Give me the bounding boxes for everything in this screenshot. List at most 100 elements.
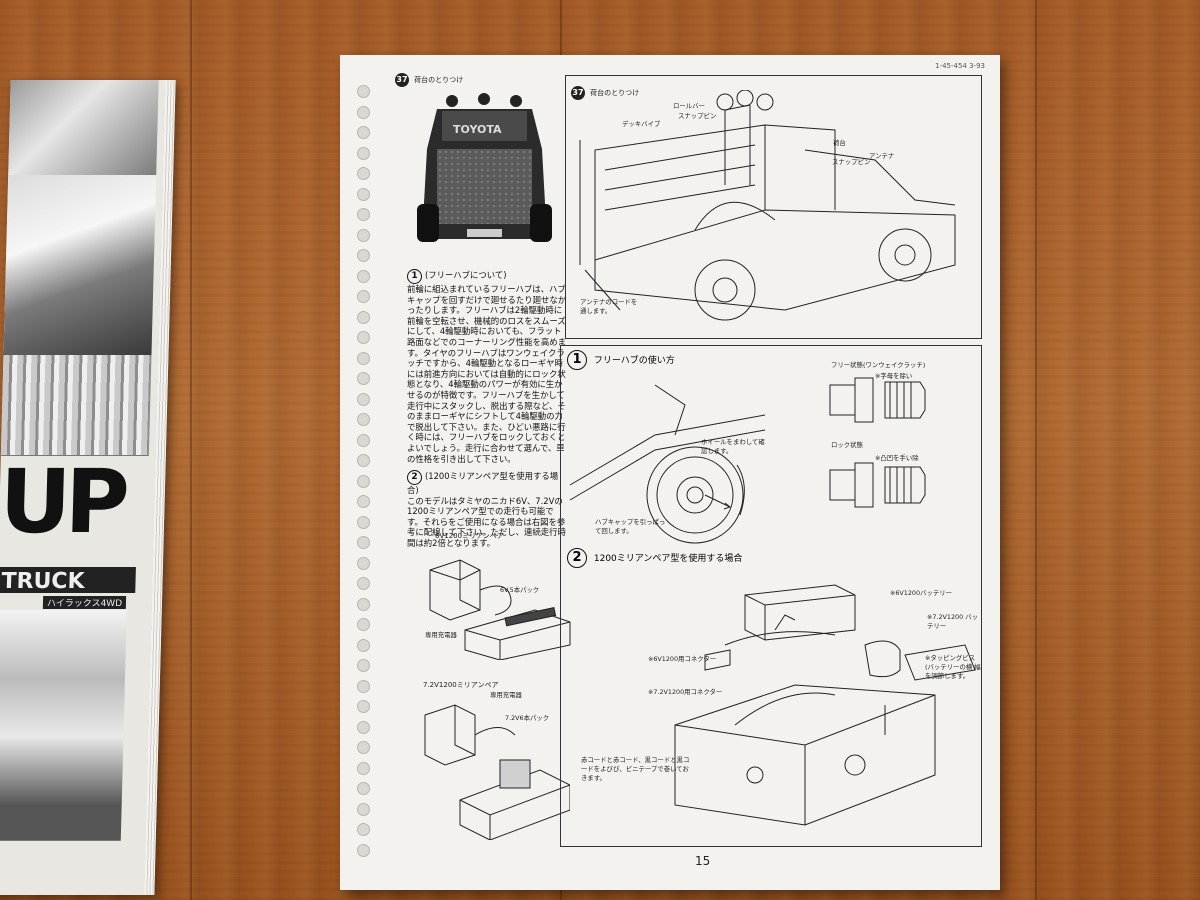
binder-hole <box>357 495 370 508</box>
freehub-title: (フリーハブについて) <box>425 270 507 280</box>
label-bed: 荷台 <box>833 139 846 147</box>
binder-hole <box>357 700 370 713</box>
step-header-left: 37 荷台のとりつけ <box>395 67 463 87</box>
section-1-number: 1 <box>407 269 422 284</box>
binder-hole <box>357 372 370 385</box>
part-number: 1-45-454 3-93 <box>935 62 985 70</box>
freehub-battery-diagram-frame <box>560 345 982 847</box>
truck-photo-top <box>8 80 159 176</box>
step-number-badge-2: 37 <box>571 86 585 100</box>
pack-72v-label: 7.2V6本パック <box>505 714 550 722</box>
binder-hole <box>357 536 370 549</box>
battery-6v-label: ※6V1200バッテリー <box>890 589 953 597</box>
diagram-2-header: 2 1200ミリアンペア型を使用する場合 <box>567 548 742 568</box>
free-state-sub: ※字母を除い <box>875 372 913 380</box>
instruction-sheet: 1-45-454 3-93 37 荷台のとりつけ TOYOTA <box>340 55 1000 890</box>
step-header-right: 37 荷台のとりつけ <box>571 80 639 100</box>
diagram-2-title: 1200ミリアンペア型を使用する場合 <box>593 554 743 564</box>
binder-hole <box>357 556 370 570</box>
diagram-1-header: 1 フリーハブの使い方 <box>567 350 675 370</box>
binder-hole <box>357 310 370 324</box>
label-hook: スナップピン <box>678 112 717 120</box>
lock-state-sub: ※凸凹を手い除 <box>875 454 919 462</box>
battery-title: (1200ミリアンペア型を使用する場合) <box>407 471 559 496</box>
label-antenna-code: アンテナのコードを通します。 <box>580 298 638 315</box>
binder-hole <box>357 146 370 160</box>
lock-state-label: ロック状態 <box>831 441 863 449</box>
binder-hole <box>357 720 370 734</box>
binder-hole <box>357 208 370 221</box>
binder-hole <box>357 105 370 119</box>
chassis-photo <box>0 355 152 456</box>
connector-72v-label: ※7.2V1200用コネクター <box>648 688 723 696</box>
step-37-diagram-frame <box>565 75 982 339</box>
charger-72v-title: 7.2V1200ミリアンペア <box>423 681 499 689</box>
plank-seam <box>1035 0 1037 900</box>
binder-hole <box>357 761 370 775</box>
binder-hole <box>357 413 370 426</box>
hub-free-drawing <box>829 377 926 423</box>
binder-hole <box>357 228 370 242</box>
label-deck: デッキバイブ <box>622 120 661 128</box>
charger-6v-label: 専用充電器 <box>425 631 457 639</box>
label-clip: スナップピン <box>832 158 871 166</box>
binder-hole <box>357 638 370 652</box>
binder-hole <box>357 126 370 139</box>
freehub-wheel-drawing <box>569 384 766 544</box>
diagram-2-number: 2 <box>567 548 587 568</box>
charger-72v-label: 専用充電器 <box>490 691 522 699</box>
label-antenna: アンテナ <box>869 152 895 160</box>
pack-6v-label: 6V.5本パック <box>500 586 540 594</box>
truck-line-drawing <box>579 90 956 321</box>
wire-note: 赤コードと赤コード、黒コードと黒コードをよびび、ビニテープで巻いておきます。 <box>581 756 690 782</box>
binder-hole <box>357 433 370 447</box>
wheel-note: ホイールをまわして確認します。 <box>701 438 765 455</box>
diagram-1-number: 1 <box>567 350 587 370</box>
section-2-number: 2 <box>407 470 422 486</box>
binder-hole <box>357 659 370 672</box>
binder-hole <box>357 843 370 857</box>
sheet-content: 37 荷台のとりつけ TOYOTA 37 荷台のとりつけ <box>395 65 985 880</box>
binder-hole <box>357 679 370 693</box>
binder-hole <box>357 823 370 836</box>
step-number-badge: 37 <box>395 73 409 87</box>
truck-photo-bottom <box>0 610 127 841</box>
left-manual: UP TRUCK ハイラックス4WD <box>0 80 176 895</box>
binder-hole <box>357 454 370 467</box>
binder-hole <box>357 577 370 590</box>
binder-hole <box>357 741 370 754</box>
diagram-1-title: フリーハブの使い方 <box>593 356 675 366</box>
binder-hole <box>357 618 370 631</box>
battery-wiring-drawing <box>674 584 976 826</box>
binder-hole <box>357 474 370 488</box>
binder-hole <box>357 249 370 262</box>
text-column: 1(フリーハブについて) 前輪に組込まれているフリーハブは、ハブキャップを回すだ… <box>407 269 567 549</box>
svg-text:TOYOTA: TOYOTA <box>453 123 502 136</box>
charger-6v-title: 6V1200ミリアンペア <box>435 532 504 540</box>
binder-hole <box>357 782 370 795</box>
page-number: 15 <box>695 854 711 868</box>
charger-72v-drawing <box>424 704 570 840</box>
manual-subtitle: ハイラックス4WD <box>42 596 127 609</box>
binder-hole <box>357 515 370 529</box>
binder-hole <box>357 290 370 303</box>
plank-seam <box>190 0 192 900</box>
binder-hole <box>357 331 370 344</box>
battery-text: このモデルはタミヤのニカド6V、7.2Vの1200ミリアンペア型での走行も可能で… <box>407 495 566 549</box>
manual-title-big: UP <box>0 450 125 553</box>
label-roll-bar: ロールバー <box>673 102 705 110</box>
free-state-label: フリー状態(ワンウェイクラッチ) <box>831 361 926 369</box>
hub-lock-drawing <box>829 462 926 508</box>
binder-hole <box>357 269 370 283</box>
truck-photo-closeup <box>3 175 157 356</box>
step-photo-title: 荷台のとりつけ <box>414 76 464 84</box>
binder-hole <box>357 392 370 406</box>
binder-holes <box>357 85 373 865</box>
binder-hole <box>357 597 370 611</box>
charger-6v-drawing <box>429 559 571 660</box>
tapping-screw-label: ※タッピングビス (バッテリーの横 幅を調節します。 <box>925 654 981 680</box>
binder-hole <box>357 187 370 201</box>
binder-hole <box>357 85 370 98</box>
battery-72v-label: ※7.2V1200 バッテリー <box>927 613 978 630</box>
connector-6v-label: ※6V1200用コネクター <box>648 655 717 663</box>
